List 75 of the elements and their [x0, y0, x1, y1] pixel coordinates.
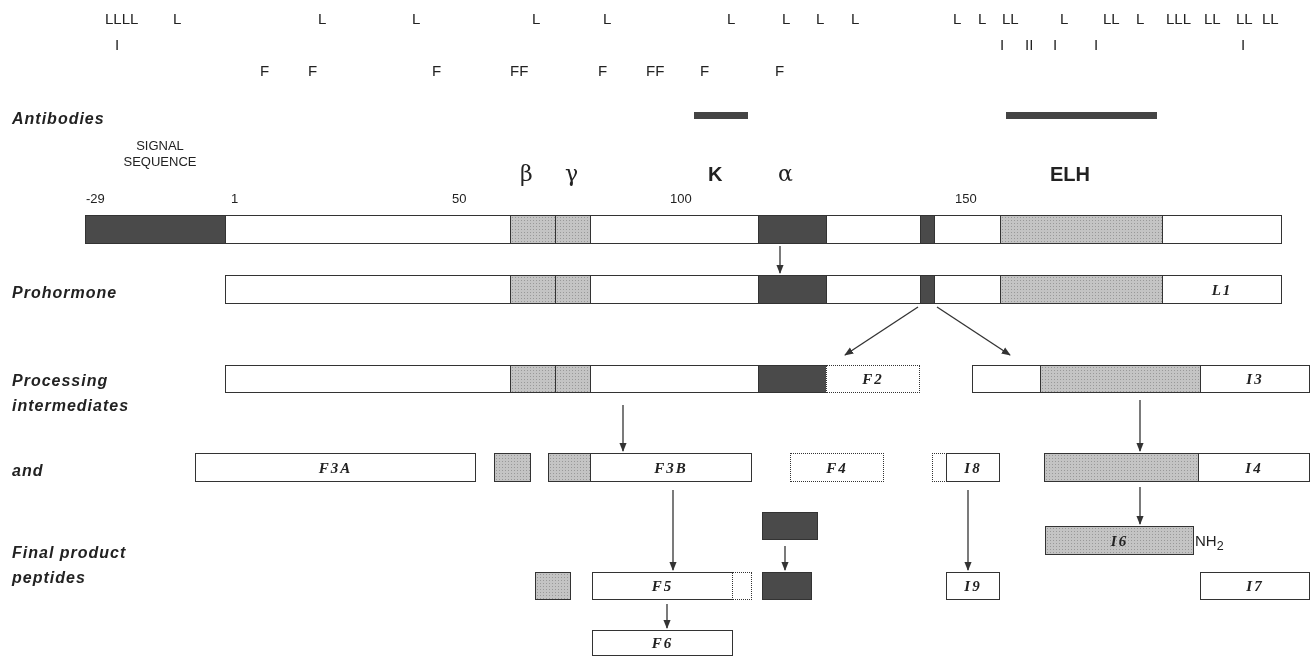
arrow	[669, 489, 677, 571]
residue-marker: FF	[510, 62, 529, 80]
row-label: and	[12, 461, 45, 481]
residue-marker: L	[953, 10, 962, 28]
peptide-chain-drawing: F3A	[195, 453, 476, 482]
residue-marker: F	[260, 62, 270, 80]
arrow	[619, 404, 627, 452]
arrow	[964, 489, 972, 571]
residue-marker: I	[115, 36, 120, 54]
position-number: 100	[670, 190, 692, 208]
position-number: 150	[955, 190, 977, 208]
residue-marker: I	[1053, 36, 1058, 54]
residue-marker: LL	[1204, 10, 1221, 28]
residue-marker: LL	[1002, 10, 1019, 28]
residue-marker: I	[1241, 36, 1246, 54]
residue-marker: LLLL	[105, 10, 139, 28]
residue-marker: F	[308, 62, 318, 80]
residue-marker: II	[1025, 36, 1034, 54]
position-number: -29	[86, 190, 105, 208]
arrow	[1136, 399, 1144, 452]
peptide-name: K	[708, 162, 723, 186]
arrow	[776, 245, 784, 274]
residue-marker: LLL	[1166, 10, 1192, 28]
peptide-chain-drawing: I6	[1045, 526, 1194, 555]
arrow	[1136, 486, 1144, 525]
peptide-chain-drawing: F4	[790, 453, 884, 482]
peptide-chain-drawing: L1	[225, 275, 1282, 304]
residue-marker: L	[782, 10, 791, 28]
residue-marker: F	[432, 62, 442, 80]
row-label: Prohormone	[12, 283, 119, 303]
residue-marker: L	[173, 10, 182, 28]
residue-marker: I	[1000, 36, 1005, 54]
residue-marker: L	[412, 10, 421, 28]
peptide-name: α	[778, 162, 793, 186]
residue-marker: F	[775, 62, 785, 80]
residue-marker: L	[727, 10, 736, 28]
residue-marker: F	[700, 62, 710, 80]
peptide-chain-drawing: I9	[946, 572, 1000, 600]
residue-marker: LL	[1236, 10, 1253, 28]
peptide-chain-drawing	[535, 572, 571, 600]
residue-marker: L	[1136, 10, 1145, 28]
peptide-chain-drawing: F2	[225, 365, 920, 393]
terminal-group-label: NH$_{2}$	[1195, 532, 1224, 555]
peptide-name: ELH	[1050, 162, 1090, 186]
residue-marker: LL	[1262, 10, 1279, 28]
peptide-chain-drawing: F6	[592, 630, 733, 656]
region-label: SIGNAL SEQUENCE	[122, 138, 198, 170]
arrow	[936, 306, 1011, 356]
residue-marker: L	[978, 10, 987, 28]
residue-marker: L	[1060, 10, 1069, 28]
arrow	[781, 545, 789, 571]
peptide-name: β	[520, 162, 533, 186]
position-number: 1	[231, 190, 239, 208]
row-label: Antibodies	[12, 109, 106, 129]
row-label: Final product peptides	[12, 543, 128, 588]
peptide-chain-drawing: I3	[972, 365, 1310, 393]
arrow	[844, 306, 919, 356]
peptide-chain-drawing	[762, 572, 812, 600]
peptide-chain-drawing	[494, 453, 531, 482]
residue-marker: F	[598, 62, 608, 80]
peptide-name: γ	[565, 162, 579, 186]
residue-marker: FF	[646, 62, 665, 80]
residue-marker: L	[851, 10, 860, 28]
residue-marker: L	[318, 10, 327, 28]
position-number: 50	[452, 190, 467, 208]
residue-marker: L	[532, 10, 541, 28]
residue-marker: I	[1094, 36, 1099, 54]
peptide-chain-drawing	[762, 512, 818, 540]
peptide-chain-drawing: I7	[1200, 572, 1310, 600]
residue-marker: LL	[1103, 10, 1120, 28]
arrow	[663, 603, 671, 629]
peptide-chain-drawing	[85, 215, 1282, 244]
residue-marker: L	[603, 10, 612, 28]
residue-marker: L	[816, 10, 825, 28]
row-label: Processing intermediates	[12, 371, 131, 416]
